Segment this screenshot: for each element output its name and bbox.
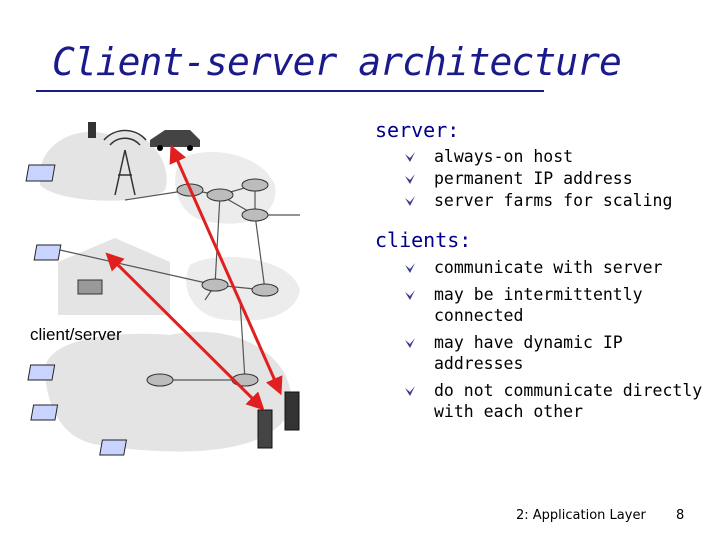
list-item: always-on host <box>404 146 672 168</box>
title-underline <box>36 90 544 92</box>
list-item: may be intermittently connected <box>404 284 704 327</box>
list-item: communicate with server <box>404 257 704 279</box>
page-number: 8 <box>676 508 685 523</box>
list-item: may have dynamic IP addresses <box>404 332 704 375</box>
server-icon <box>257 409 273 449</box>
home-network-region <box>58 238 170 315</box>
clients-heading: clients: <box>375 228 472 252</box>
check-bullet-icon <box>405 263 415 273</box>
server-heading: server: <box>375 118 460 142</box>
arrow-home-to-server <box>105 252 265 411</box>
check-bullet-icon <box>405 337 415 348</box>
list-item: server farms for scaling <box>404 190 672 212</box>
cell-tower-icon <box>103 129 147 196</box>
list-item: do not communicate directly with each ot… <box>404 380 704 423</box>
server-rack-icon <box>284 391 300 431</box>
slide-title: Client-server architecture <box>52 40 622 84</box>
check-bullet-icon <box>405 196 415 206</box>
institutional-network-region <box>44 331 292 452</box>
list-item: permanent IP address <box>404 168 672 190</box>
laptop-icon <box>25 164 128 456</box>
server-bullet-list: always-on host permanent IP address serv… <box>404 146 672 212</box>
check-bullet-icon <box>405 174 415 184</box>
pda-icon <box>88 122 96 138</box>
mobile-network-region <box>40 131 167 201</box>
car-icon <box>150 130 200 147</box>
check-bullet-icon <box>405 289 415 300</box>
diagram-caption: client/server <box>30 325 122 344</box>
desktop-pc-icon <box>77 279 103 295</box>
network-diagram <box>25 122 300 456</box>
check-bullet-icon <box>405 385 415 396</box>
check-bullet-icon <box>405 152 415 162</box>
footer-chapter: 2: Application Layer <box>516 508 646 523</box>
client-bullet-list: communicate with server may be intermitt… <box>404 257 704 428</box>
